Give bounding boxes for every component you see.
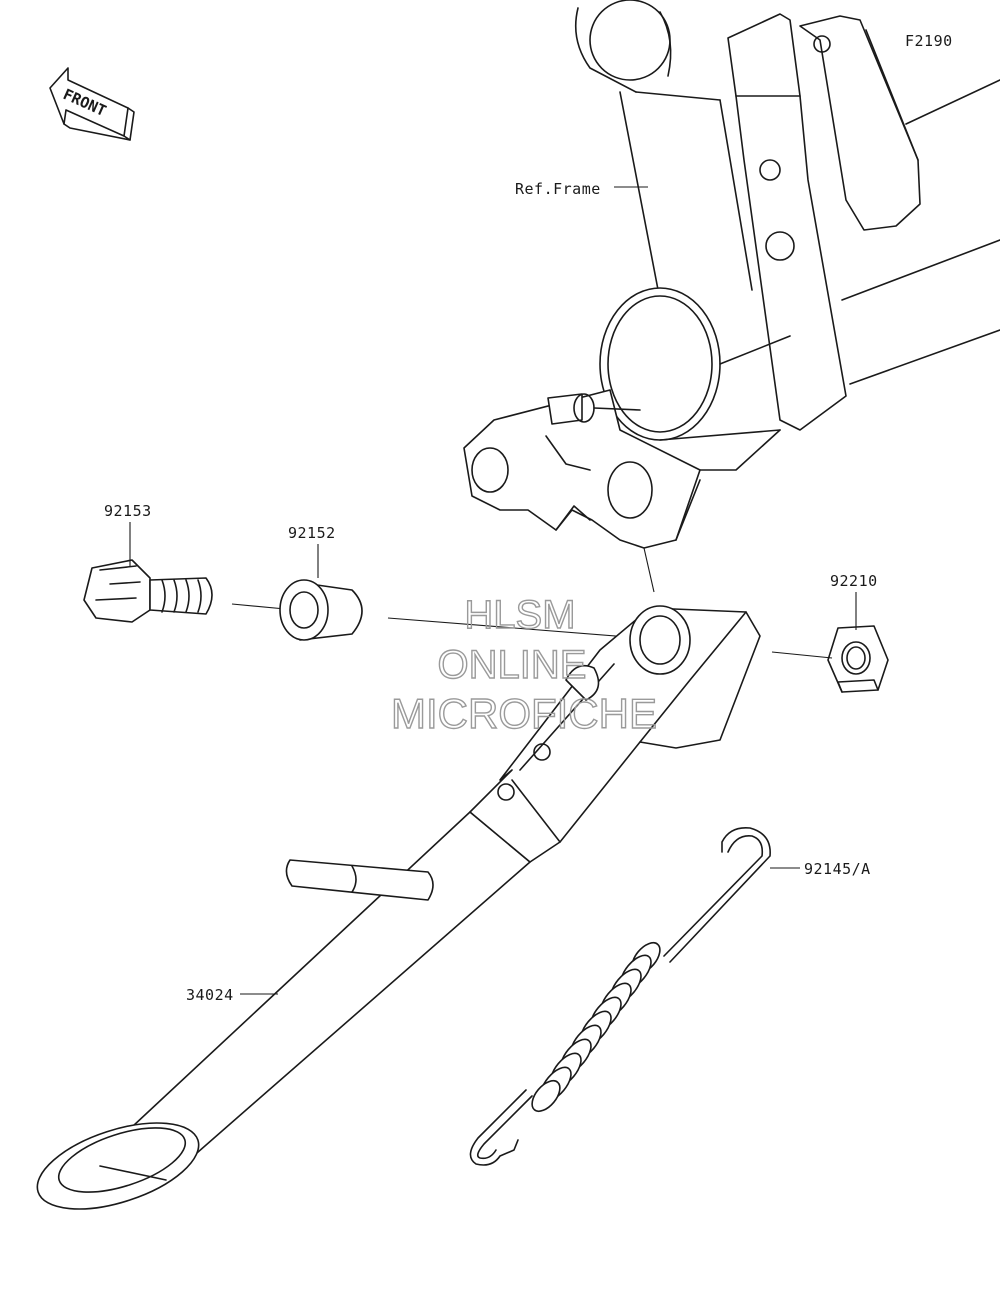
frame-assembly <box>463 0 1000 593</box>
side-stand-34024 <box>36 605 761 1210</box>
axis-line-nut <box>771 651 833 659</box>
front-arrow-icon: FRONT <box>49 67 135 141</box>
part-label-34024: 34024 <box>186 986 234 1004</box>
bolt-92153 <box>83 559 213 623</box>
watermark-line3: MICROFICHE <box>391 690 657 737</box>
spring-coils <box>531 941 661 1113</box>
part-label-92210: 92210 <box>830 572 878 590</box>
ref-frame-label: Ref.Frame <box>515 180 601 198</box>
part-label-92152: 92152 <box>288 524 336 542</box>
watermark-line1: HLSM <box>464 593 575 637</box>
part-label-92153: 92153 <box>104 502 152 520</box>
spring-92145-a <box>469 826 771 1166</box>
diagram-code: F2190 <box>905 32 953 50</box>
watermark: HLSM ONLINE MICROFICHE <box>390 592 657 737</box>
collar-92152 <box>279 579 363 641</box>
watermark-line2: ONLINE <box>438 643 587 687</box>
nut-92210 <box>827 625 889 693</box>
part-label-92145-a: 92145/A <box>804 860 871 878</box>
